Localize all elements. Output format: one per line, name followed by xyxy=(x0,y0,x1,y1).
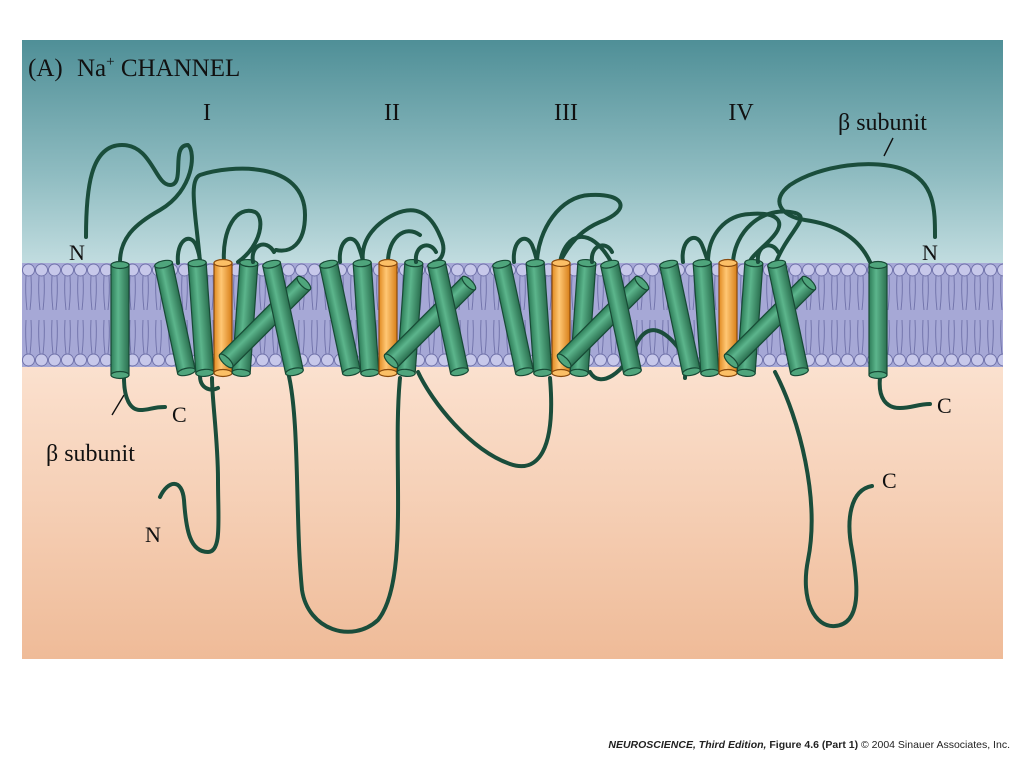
domain-3-s2 xyxy=(525,258,553,378)
left-beta-n-terminus: N xyxy=(69,240,85,265)
beta-subunit-label-top-right: β subunit xyxy=(838,110,927,136)
beta-subunit-label-bottom-left: β subunit xyxy=(46,441,135,467)
domain-label-ii: II xyxy=(384,100,400,126)
domain-4-s1 xyxy=(659,259,701,377)
figure-caption: NEUROSCIENCE, Third Edition, Figure 4.6 … xyxy=(608,739,1010,751)
domain-2-s4-pore xyxy=(378,258,398,378)
domain-1-s4-pore xyxy=(213,258,233,378)
domain-label-iv: IV xyxy=(728,100,754,126)
intracellular-region xyxy=(22,365,1003,659)
left-beta-c-terminus: C xyxy=(172,402,187,427)
alpha-c-terminus: C xyxy=(882,468,897,493)
panel-label: (A) xyxy=(28,55,63,82)
caption-figure: Figure 4.6 (Part 1) xyxy=(766,739,859,751)
domain-1-s6 xyxy=(262,259,304,377)
polypeptide-loops xyxy=(84,143,937,634)
helix-overlap-loops xyxy=(250,242,780,264)
transmembrane-helices xyxy=(110,258,888,380)
domain-3-s6 xyxy=(600,259,642,377)
alpha-n-terminus: N xyxy=(145,522,161,547)
domain-3-s1 xyxy=(492,259,534,377)
right-beta-n-terminus: N xyxy=(922,240,938,265)
domain-label-iii: III xyxy=(554,100,578,126)
domain-label-i: I xyxy=(203,100,211,126)
domain-2-s1 xyxy=(319,259,361,377)
domain-2-s2 xyxy=(352,258,380,378)
caption-book: NEUROSCIENCE, Third Edition, xyxy=(608,739,767,751)
domain-3-s4-pore xyxy=(551,258,571,378)
beta-subunit-pointer-bottom xyxy=(111,394,125,416)
domain-1-s1 xyxy=(154,259,196,377)
beta-subunit-pointer-top xyxy=(883,137,894,157)
domain-1-s2 xyxy=(187,258,215,378)
domain-4-s2 xyxy=(692,258,720,378)
domain-4-s4-pore xyxy=(718,258,738,378)
right-beta-helix xyxy=(868,260,888,380)
left-beta-helix xyxy=(110,260,130,380)
right-beta-c-terminus: C xyxy=(937,393,952,418)
figure-title: (A) Na+ CHANNEL xyxy=(28,54,240,82)
domain-2-s6 xyxy=(427,259,469,377)
domain-4-s6 xyxy=(767,259,809,377)
extracellular-region xyxy=(22,40,1003,265)
caption-copyright: © 2004 Sinauer Associates, Inc. xyxy=(858,739,1010,751)
